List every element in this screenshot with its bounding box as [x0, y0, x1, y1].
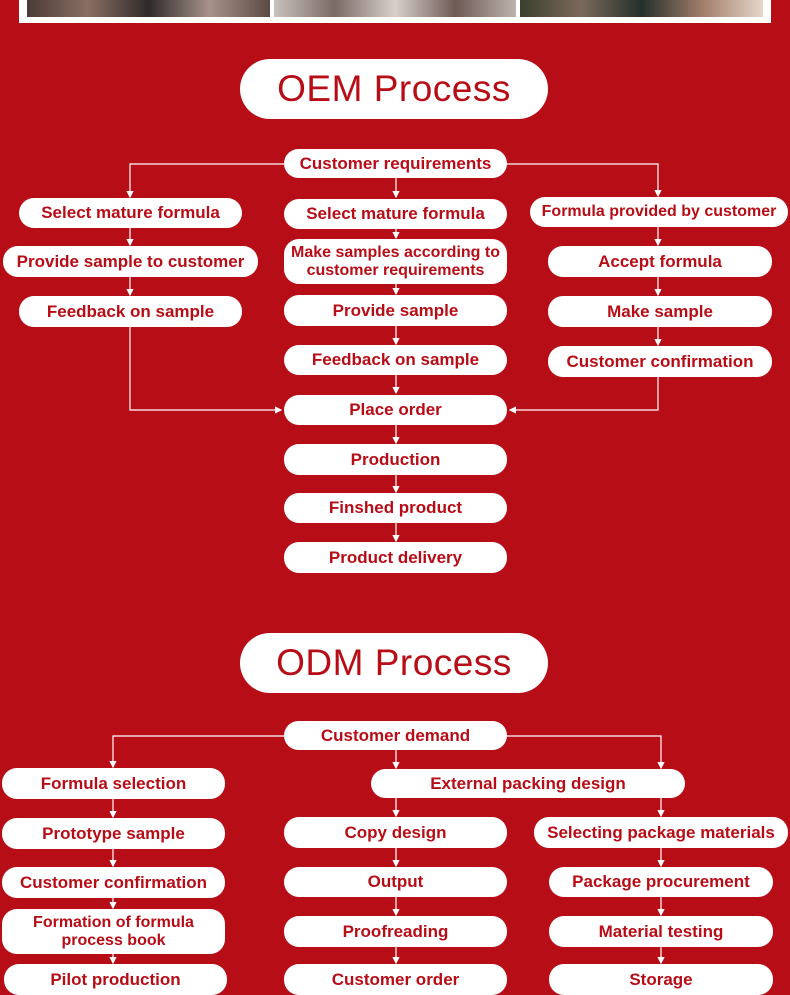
odm-right-step-1: Selecting package materials [534, 817, 788, 848]
odm-left-step-1: Formula selection [2, 768, 225, 799]
oem-right-step-3: Make sample [548, 296, 772, 327]
oem-middle-step-4: Feedback on sample [284, 345, 507, 375]
oem-root-node: Customer requirements [284, 149, 507, 178]
oem-left-step-3: Feedback on sample [19, 296, 242, 327]
oem-left-step-1: Select mature formula [19, 198, 242, 228]
odm-left-step-4: Formation of formula process book [2, 909, 225, 954]
odm-middle-step-2: Output [284, 867, 507, 897]
oem-tail-step-1: Place order [284, 395, 507, 425]
odm-title: ODM Process [240, 633, 548, 693]
oem-middle-step-1: Select mature formula [284, 199, 507, 229]
photo-1 [27, 0, 270, 17]
odm-left-step-2: Prototype sample [2, 818, 225, 849]
oem-middle-step-2: Make samples according to customer requi… [284, 239, 507, 284]
odm-right-step-3: Material testing [549, 916, 773, 947]
odm-left-step-5: Pilot production [4, 964, 227, 995]
oem-right-step-2: Accept formula [548, 246, 772, 277]
oem-tail-step-3: Finshed product [284, 493, 507, 523]
odm-root-node: Customer demand [284, 721, 507, 750]
odm-left-step-3: Customer confirmation [2, 867, 225, 898]
oem-tail-step-4: Product delivery [284, 542, 507, 573]
oem-tail-step-2: Production [284, 444, 507, 475]
photo-2 [273, 0, 517, 17]
odm-middle-step-3: Proofreading [284, 916, 507, 947]
photo-3 [520, 0, 764, 17]
oem-right-step-1: Formula provided by customer [530, 197, 788, 227]
oem-middle-step-3: Provide sample [284, 295, 507, 326]
photo-strip [19, 0, 771, 23]
oem-right-step-4: Customer confirmation [548, 346, 772, 377]
odm-middle-step-4: Customer order [284, 964, 507, 995]
odm-packing-design-node: External packing design [371, 769, 685, 798]
odm-right-step-2: Package procurement [549, 867, 773, 897]
odm-right-step-4: Storage [549, 964, 773, 995]
odm-middle-step-1: Copy design [284, 817, 507, 848]
oem-title: OEM Process [240, 59, 548, 119]
oem-left-step-2: Provide sample to customer [3, 246, 258, 277]
